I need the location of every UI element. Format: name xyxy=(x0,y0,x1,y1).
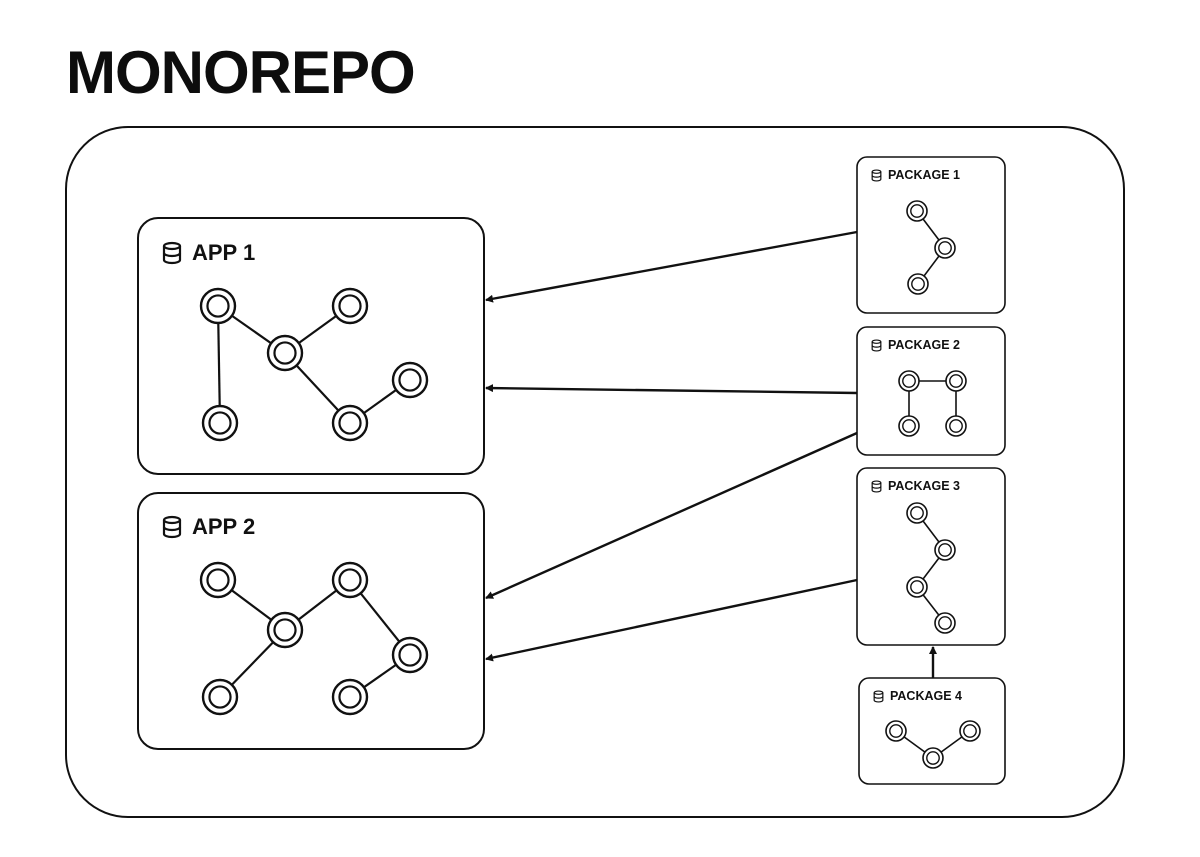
page-title: MONOREPO xyxy=(66,39,416,106)
pkg4-label: PACKAGE 4 xyxy=(890,689,963,703)
pkg3-graph-node xyxy=(906,502,928,524)
dependency-arrow-pkg2-to-app1 xyxy=(485,384,858,395)
dependency-arrow-pkg1-to-app1 xyxy=(485,230,858,303)
app1-graph-node xyxy=(331,404,369,442)
database-icon xyxy=(870,479,883,493)
pkg4-graph-node xyxy=(922,747,944,769)
database-icon xyxy=(870,168,883,182)
app1-graph-node xyxy=(201,404,239,442)
pkg1-header: PACKAGE 1 xyxy=(870,168,960,182)
pkg3-label: PACKAGE 3 xyxy=(888,479,961,493)
app1-graph-node xyxy=(331,287,369,325)
pkg2-box xyxy=(856,326,1006,456)
pkg1-label: PACKAGE 1 xyxy=(888,168,961,182)
pkg1-box xyxy=(856,156,1006,314)
pkg1-graph-node xyxy=(907,273,929,295)
pkg2-graph-node xyxy=(898,370,920,392)
database-icon xyxy=(870,338,883,352)
database-icon xyxy=(872,689,885,703)
pkg2-graph-node xyxy=(898,415,920,437)
app2-graph-node xyxy=(331,678,369,716)
pkg2-label: PACKAGE 2 xyxy=(888,338,961,352)
pkg1-graph-node xyxy=(906,200,928,222)
app2-label: APP 2 xyxy=(192,514,256,539)
app1-graph-node xyxy=(391,361,429,399)
pkg4-header: PACKAGE 4 xyxy=(872,689,962,703)
pkg1-graph-node xyxy=(934,237,956,259)
app2-graph-node xyxy=(391,636,429,674)
app2-graph-node xyxy=(331,561,369,599)
app2-header: APP 2 xyxy=(160,514,255,540)
pkg3-graph-node xyxy=(906,576,928,598)
pkg2-graph-node xyxy=(945,415,967,437)
app1-label: APP 1 xyxy=(192,240,256,265)
app1-graph-node xyxy=(199,287,237,325)
pkg2-header: PACKAGE 2 xyxy=(870,338,960,352)
pkg3-graph-node xyxy=(934,539,956,561)
pkg4-graph-node xyxy=(885,720,907,742)
dependency-arrow-pkg2-to-app2 xyxy=(485,431,858,600)
pkg4-graph-node xyxy=(959,720,981,742)
pkg3-box xyxy=(856,467,1006,646)
pkg2-graph-node xyxy=(945,370,967,392)
database-icon xyxy=(160,515,184,539)
pkg3-header: PACKAGE 3 xyxy=(870,479,960,493)
pkg3-graph-node xyxy=(934,612,956,634)
app2-graph-node xyxy=(266,611,304,649)
database-icon xyxy=(160,241,184,265)
app1-graph-node xyxy=(266,334,304,372)
app2-graph-node xyxy=(201,678,239,716)
app1-graph-edge xyxy=(216,305,222,424)
monorepo-container xyxy=(65,126,1125,818)
app1-header: APP 1 xyxy=(160,240,255,266)
app2-graph-node xyxy=(199,561,237,599)
dependency-arrow-pkg3-to-app2 xyxy=(485,578,858,662)
